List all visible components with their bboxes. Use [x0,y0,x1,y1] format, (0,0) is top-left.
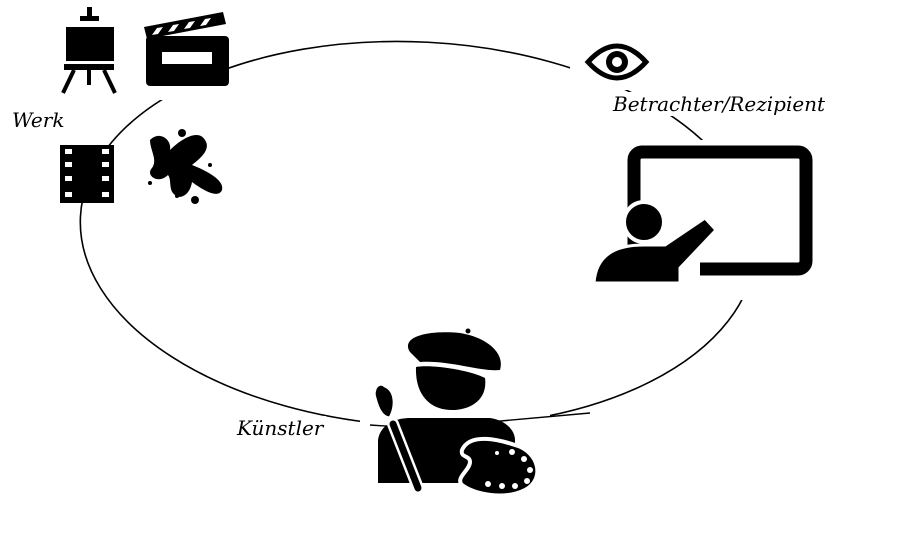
clapperboard-icon [144,12,229,86]
label-artist: Künstler [234,416,327,440]
label-viewer: Betrachter/Rezipient [610,92,829,116]
palette-icon [458,436,540,498]
easel-icon [61,7,117,94]
eye-icon [584,43,650,81]
paint-splash-icon [148,129,223,204]
film-strip-icon [60,145,114,203]
label-work: Werk [9,108,68,132]
brush-icon [372,382,424,494]
presenter-board-icon [592,145,813,285]
